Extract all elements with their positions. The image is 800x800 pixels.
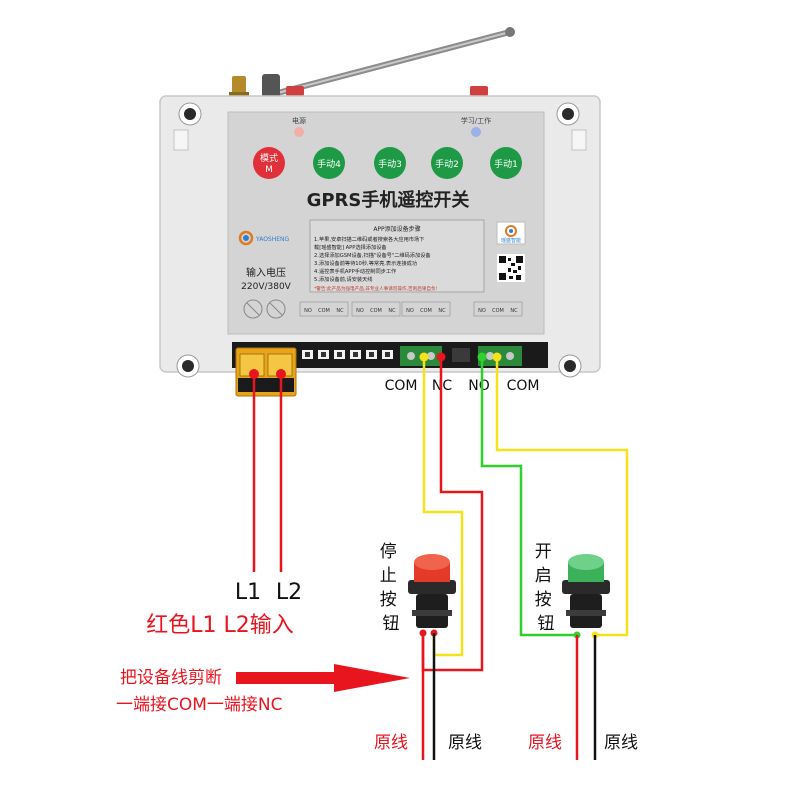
start-no-wire — [480, 357, 577, 637]
input-voltage-value: 220V/380V — [241, 282, 292, 292]
mode-button-label: 模式 — [260, 152, 278, 164]
terminal-label: NC — [336, 308, 344, 314]
wire-label: 原线 — [528, 733, 562, 753]
instruction-line: 5.添加设备前,请安装天线 — [314, 275, 372, 283]
terminal-group-3: NO COM NC — [401, 301, 451, 317]
terminal-label: NC — [510, 308, 518, 314]
manual-2-button[interactable]: 手动2 — [431, 147, 463, 179]
screw-terminal-row — [302, 350, 393, 359]
learn-led — [471, 127, 481, 137]
qr-caption: 瑶盛智能 — [501, 237, 521, 244]
red-clip — [286, 86, 304, 96]
start-button-char: 钮 — [538, 614, 555, 634]
manual-3-label: 手动3 — [378, 158, 402, 170]
mode-button[interactable]: 模式 M — [253, 147, 285, 179]
terminal-label: NC — [388, 308, 396, 314]
terminal-label: COM — [420, 308, 432, 314]
red-clip — [470, 86, 488, 96]
wire-label: 原线 — [374, 733, 408, 753]
input-instruction: 红色L1 L2输入 — [146, 613, 294, 638]
mode-button-key: M — [265, 165, 273, 175]
app-icon — [496, 221, 526, 245]
com-right-label: COM — [507, 378, 540, 394]
l1-label: L1 — [235, 580, 261, 605]
instructions-box — [309, 219, 485, 293]
brand-logo — [238, 230, 254, 246]
manual-2-label: 手动2 — [435, 158, 459, 170]
warning-text: *警告:此产品为强电产品,非专业人事请勿操作,否则后果自负! — [314, 285, 438, 292]
terminal-label: NC — [438, 308, 446, 314]
manual-1-button[interactable]: 手动1 — [490, 147, 522, 179]
side-slot — [173, 129, 189, 151]
screw-cap — [243, 299, 263, 319]
side-slot — [571, 129, 587, 151]
wire-label: 原线 — [604, 733, 638, 753]
mount-hole — [556, 102, 580, 126]
input-voltage-label: 输入电压 — [246, 266, 286, 279]
instructions-title: APP添加设备步骤 — [373, 225, 420, 233]
wire-label: 原线 — [448, 733, 482, 753]
cut-instruction-line2: 一端接COM一端接NC — [116, 695, 283, 715]
instruction-line: 载[瑶盛智能] APP选择添加设备 — [314, 243, 387, 251]
mount-hole — [178, 102, 202, 126]
terminal-label: COM — [370, 308, 382, 314]
manual-3-button[interactable]: 手动3 — [374, 147, 406, 179]
stop-button-char: 止 — [380, 566, 397, 586]
terminal-label: NO — [478, 308, 486, 314]
learn-led-label: 学习/工作 — [461, 116, 491, 125]
connector-block — [452, 348, 470, 362]
manual-4-button[interactable]: 手动4 — [313, 147, 345, 179]
power-terminal-block — [235, 347, 297, 397]
screw-cap — [266, 299, 286, 319]
start-button-label: 开 启 按 钮 — [535, 542, 557, 634]
instruction-line: 1.苹果,安卓扫描二维码或者搜索各大应用市场下 — [314, 235, 424, 243]
mount-hole — [558, 354, 582, 378]
manual-1-label: 手动1 — [494, 158, 518, 170]
arrow-icon — [236, 664, 410, 692]
manual-4-label: 手动4 — [317, 158, 341, 170]
terminal-group-2: NO COM NC — [351, 301, 401, 317]
qr-code — [497, 254, 525, 282]
start-com-wire — [495, 357, 629, 637]
stop-button-char: 按 — [380, 590, 397, 610]
terminal-label: NO — [406, 308, 414, 314]
instruction-line: 4.遥控表手机APP手动控制同步工作 — [314, 267, 396, 275]
brand-name: YAOSHENG — [255, 236, 290, 243]
power-led-label: 电源 — [292, 116, 306, 125]
terminal-label: NO — [356, 308, 364, 314]
com-left-label: COM — [385, 378, 418, 394]
terminal-label: COM — [492, 308, 504, 314]
start-button-char: 按 — [535, 590, 552, 610]
start-button-char: 开 — [535, 542, 552, 562]
instruction-line: 3.添加设备前等待10秒,等常亮,表示连接成功 — [314, 259, 417, 267]
start-button-char: 启 — [535, 566, 552, 586]
cut-instruction-line1: 把设备线剪断 — [120, 668, 222, 688]
instruction-line: 2.选择添加GSM设备,扫描"设备号"二维码添加设备 — [314, 251, 431, 259]
start-push-button[interactable] — [562, 554, 610, 628]
stop-push-button[interactable] — [408, 554, 456, 628]
stop-button-char: 停 — [380, 542, 397, 562]
stop-button-label: 停 止 按 钮 — [380, 542, 402, 634]
stop-button-char: 钮 — [383, 614, 400, 634]
device-title: GPRS手机遥控开关 — [307, 189, 470, 211]
antenna — [262, 27, 515, 100]
terminal-group-4: NO COM NC — [473, 301, 523, 317]
terminal-label: NO — [304, 308, 312, 314]
l2-label: L2 — [276, 580, 302, 605]
terminal-label: COM — [318, 308, 330, 314]
no-label: NO — [468, 378, 490, 394]
power-led — [294, 127, 304, 137]
mount-hole — [176, 354, 200, 378]
terminal-group-1: NO COM NC — [299, 301, 349, 317]
